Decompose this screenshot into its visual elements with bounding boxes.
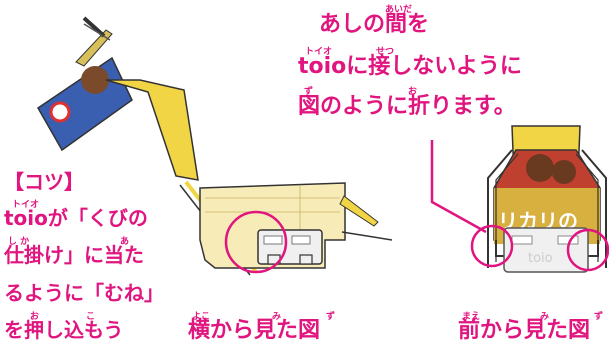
ruby-zu-1: ず [304, 87, 314, 97]
tip-line-2: 仕掛け」に当た [4, 243, 144, 267]
ruby-ko: こ [86, 312, 96, 322]
instruction-line-1: あしの間を [319, 12, 430, 37]
caption-front: 前から見た図 [458, 318, 591, 343]
ruby-mi-1: み [272, 312, 282, 322]
tip-line-4: を押し込もう [4, 318, 124, 342]
ruby-o-1: お [408, 87, 418, 97]
tip-line-1: toioが「くびの [4, 206, 148, 230]
cube-label: toio [528, 251, 553, 266]
leader-line [430, 140, 487, 234]
ruby-toio-1: トイオ [305, 47, 333, 57]
ruby-yoko: よこ [192, 312, 211, 322]
giraffe-body [199, 182, 393, 269]
instruction-line-2: toioに接しないように [298, 54, 522, 79]
tip-title: 【コツ】 [4, 170, 84, 194]
ruby-mi-2: み [540, 312, 550, 322]
ruby-toio-2: トイオ [12, 200, 40, 210]
instruction-line-3: 図のように折ります。 [298, 94, 516, 119]
front-highlight-circle-left [470, 224, 514, 268]
front-view: リカリの toio [487, 125, 607, 273]
ruby-zu-2: ず [326, 312, 336, 322]
ruby-mae: まえ [462, 312, 481, 322]
front-highlight-circle-right [566, 228, 609, 272]
caption-side: 横から見た図 [188, 318, 321, 343]
side-highlight-circle [224, 210, 288, 274]
ruby-zu-3: ず [594, 312, 604, 322]
ruby-shika: し か [8, 237, 30, 247]
ruby-setsu: せつ [376, 47, 395, 57]
tip-line-3: るように「むね」 [4, 281, 164, 305]
ruby-aida: あいだ [385, 5, 413, 15]
ruby-a: あ [120, 237, 130, 247]
ruby-o-2: お [30, 312, 40, 322]
